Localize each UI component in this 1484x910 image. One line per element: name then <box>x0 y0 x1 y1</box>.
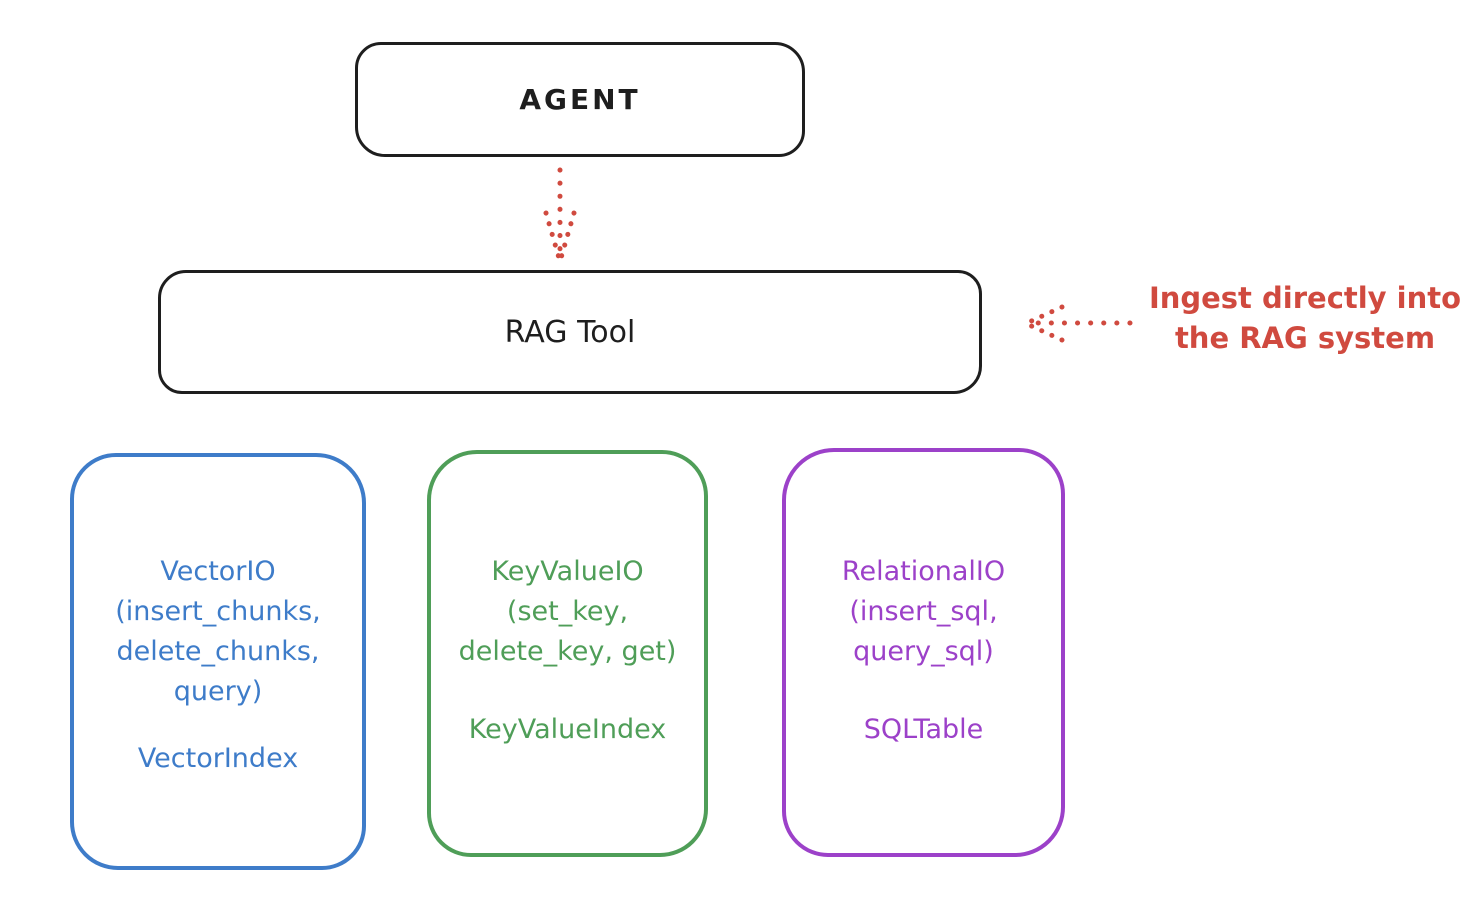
vector-io-fn-line: delete_chunks, <box>116 636 320 667</box>
keyvalue-io-fn-line: (set_key, <box>506 596 629 627</box>
relational-io-fn-line: query_sql) <box>853 636 994 667</box>
agent-to-rag-arrow <box>543 167 577 261</box>
keyvalue-index-label: KeyValueIndex <box>468 714 667 745</box>
rag-tool-node: RAG Tool <box>158 270 982 394</box>
rag-tool-label: RAG Tool <box>504 314 636 350</box>
agent-label: AGENT <box>519 83 641 116</box>
vector-io-fn-line: query) <box>173 676 263 707</box>
relational-io-node: RelationalIO (insert_sql, query_sql) SQL… <box>782 448 1065 857</box>
vector-io-fn-line: (insert_chunks, <box>115 596 321 627</box>
ingest-annotation-line2: the RAG system <box>1174 321 1436 355</box>
ingest-annotation-line1: Ingest directly into <box>1148 281 1462 315</box>
ingest-annotation-arrow <box>1024 304 1133 343</box>
keyvalue-io-title: KeyValueIO <box>491 556 644 587</box>
relational-io-title: RelationalIO <box>841 556 1006 587</box>
vector-index-label: VectorIndex <box>137 743 299 774</box>
sql-table-label: SQLTable <box>863 714 984 745</box>
vector-io-title: VectorIO <box>160 556 276 587</box>
vector-io-node: VectorIO (insert_chunks, delete_chunks, … <box>70 453 366 870</box>
ingest-annotation-text: Ingest directly into the RAG system <box>1135 278 1475 358</box>
agent-node: AGENT <box>355 42 805 157</box>
relational-io-fn-line: (insert_sql, <box>849 596 998 627</box>
keyvalue-io-node: KeyValueIO (set_key, delete_key, get) Ke… <box>427 450 708 857</box>
keyvalue-io-fn-line: delete_key, get) <box>458 636 677 667</box>
